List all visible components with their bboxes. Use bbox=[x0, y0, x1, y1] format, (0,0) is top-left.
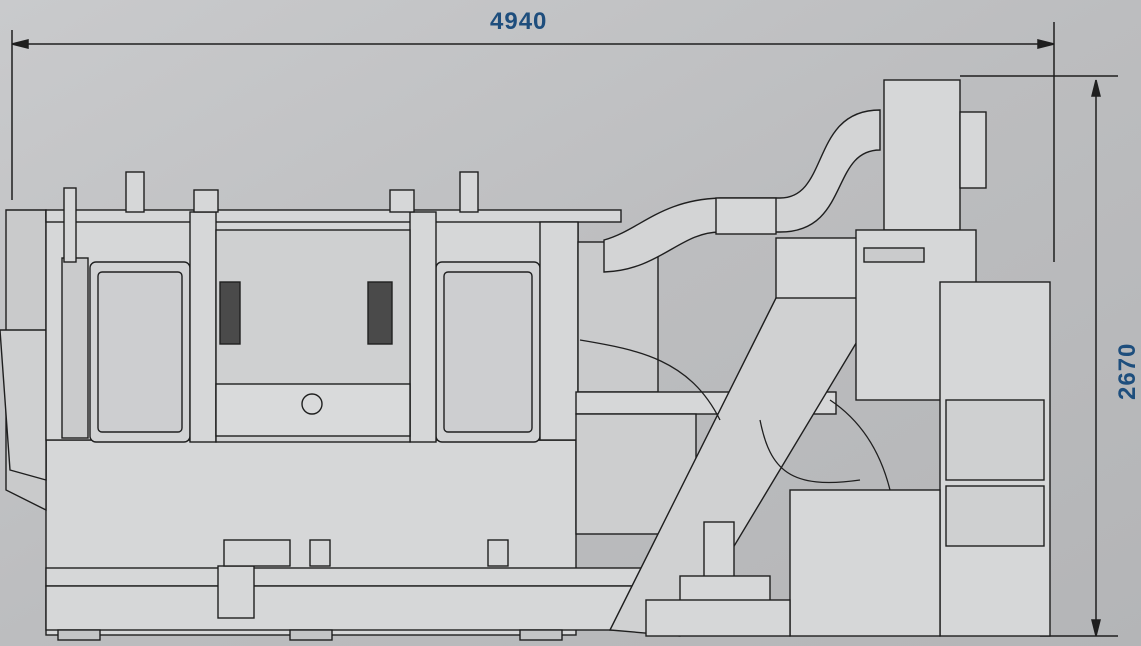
duct-joint bbox=[715, 197, 777, 235]
height-dimension-line bbox=[960, 75, 1118, 637]
cabinet-panel-2 bbox=[945, 485, 1045, 547]
top-stub-1 bbox=[125, 171, 145, 213]
hose-2 bbox=[759, 419, 861, 484]
control-arm bbox=[61, 257, 89, 439]
foot-right bbox=[519, 629, 563, 641]
right-side-panel bbox=[539, 221, 579, 441]
top-stub-2 bbox=[193, 189, 219, 213]
bed-rail bbox=[45, 567, 647, 587]
column-badge bbox=[863, 247, 925, 263]
width-dimension-line bbox=[11, 22, 1055, 262]
carriage-block bbox=[217, 565, 255, 619]
lower-bed bbox=[645, 599, 791, 637]
foot-mid bbox=[289, 629, 333, 641]
right-door-window bbox=[443, 271, 533, 433]
bed-lower bbox=[45, 585, 647, 631]
top-stub-4 bbox=[459, 171, 479, 213]
height-dimension-label: 2670 bbox=[1114, 342, 1141, 400]
tool-turret-right bbox=[367, 281, 393, 345]
lower-unit bbox=[789, 489, 941, 637]
motor bbox=[703, 521, 735, 579]
width-dimension-label: 4940 bbox=[490, 8, 548, 35]
left-nose bbox=[0, 329, 47, 481]
base-stud-1 bbox=[309, 539, 331, 567]
hose-1 bbox=[579, 339, 721, 421]
tool-turret-left bbox=[219, 281, 241, 345]
hood-side bbox=[959, 111, 987, 189]
base-stud-2 bbox=[487, 539, 509, 567]
door-pillar-left bbox=[189, 211, 217, 443]
spindle-center bbox=[301, 393, 323, 415]
top-hood bbox=[883, 79, 961, 231]
exhaust-duct bbox=[603, 109, 881, 273]
top-stub-3 bbox=[389, 189, 415, 213]
control-arm-post bbox=[63, 187, 77, 263]
door-pillar-right bbox=[409, 211, 437, 443]
foot-left bbox=[57, 629, 101, 641]
cabinet-panel-1 bbox=[945, 399, 1045, 481]
left-door-window bbox=[97, 271, 183, 433]
carriage-top bbox=[223, 539, 291, 567]
hose-3 bbox=[829, 399, 891, 491]
